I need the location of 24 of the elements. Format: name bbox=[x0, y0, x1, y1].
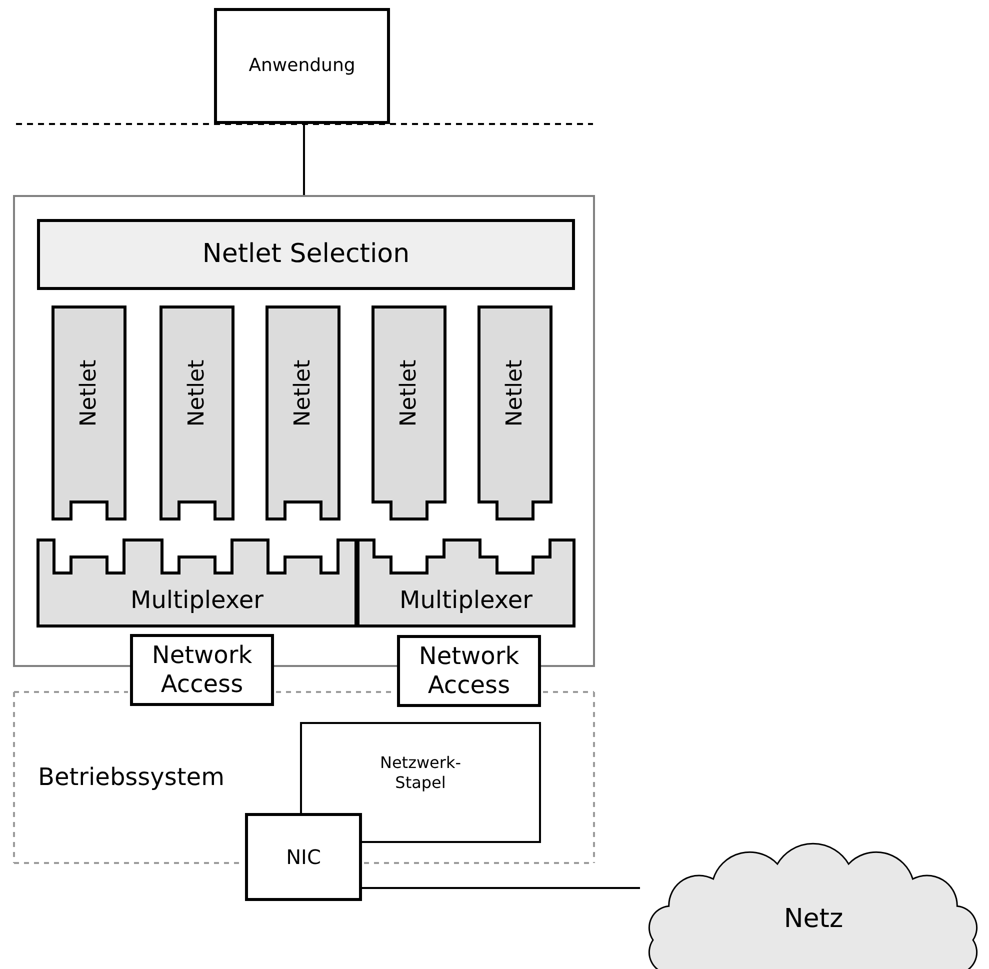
node-label: Anwendung bbox=[248, 55, 356, 77]
process-box bbox=[130, 634, 274, 706]
node-label: Netzwerk- Stapel bbox=[378, 753, 462, 792]
node-label: Multiplexer bbox=[399, 586, 532, 615]
process-box bbox=[397, 635, 541, 707]
node-label: Netlet bbox=[184, 360, 210, 426]
node-label: Netz bbox=[784, 904, 844, 936]
connector-line bbox=[362, 887, 640, 889]
process-box bbox=[300, 722, 541, 843]
container-frame bbox=[13, 195, 595, 667]
selection-bar bbox=[37, 219, 575, 290]
node-label: Netlet bbox=[290, 360, 316, 426]
node-label: Netlet bbox=[76, 360, 102, 426]
node-label: Netlet bbox=[502, 360, 528, 426]
connector-line bbox=[303, 124, 305, 195]
node-label: Netlet bbox=[396, 360, 422, 426]
process-box bbox=[245, 813, 362, 901]
area-title: Betriebssystem bbox=[38, 763, 224, 792]
node-label: Netlet Selection bbox=[202, 238, 410, 270]
node-label: Network Access bbox=[418, 642, 520, 700]
node-label: Network Access bbox=[150, 641, 254, 699]
process-box bbox=[214, 8, 390, 124]
node-label: Multiplexer bbox=[130, 586, 264, 615]
node-label: NIC bbox=[286, 845, 321, 869]
